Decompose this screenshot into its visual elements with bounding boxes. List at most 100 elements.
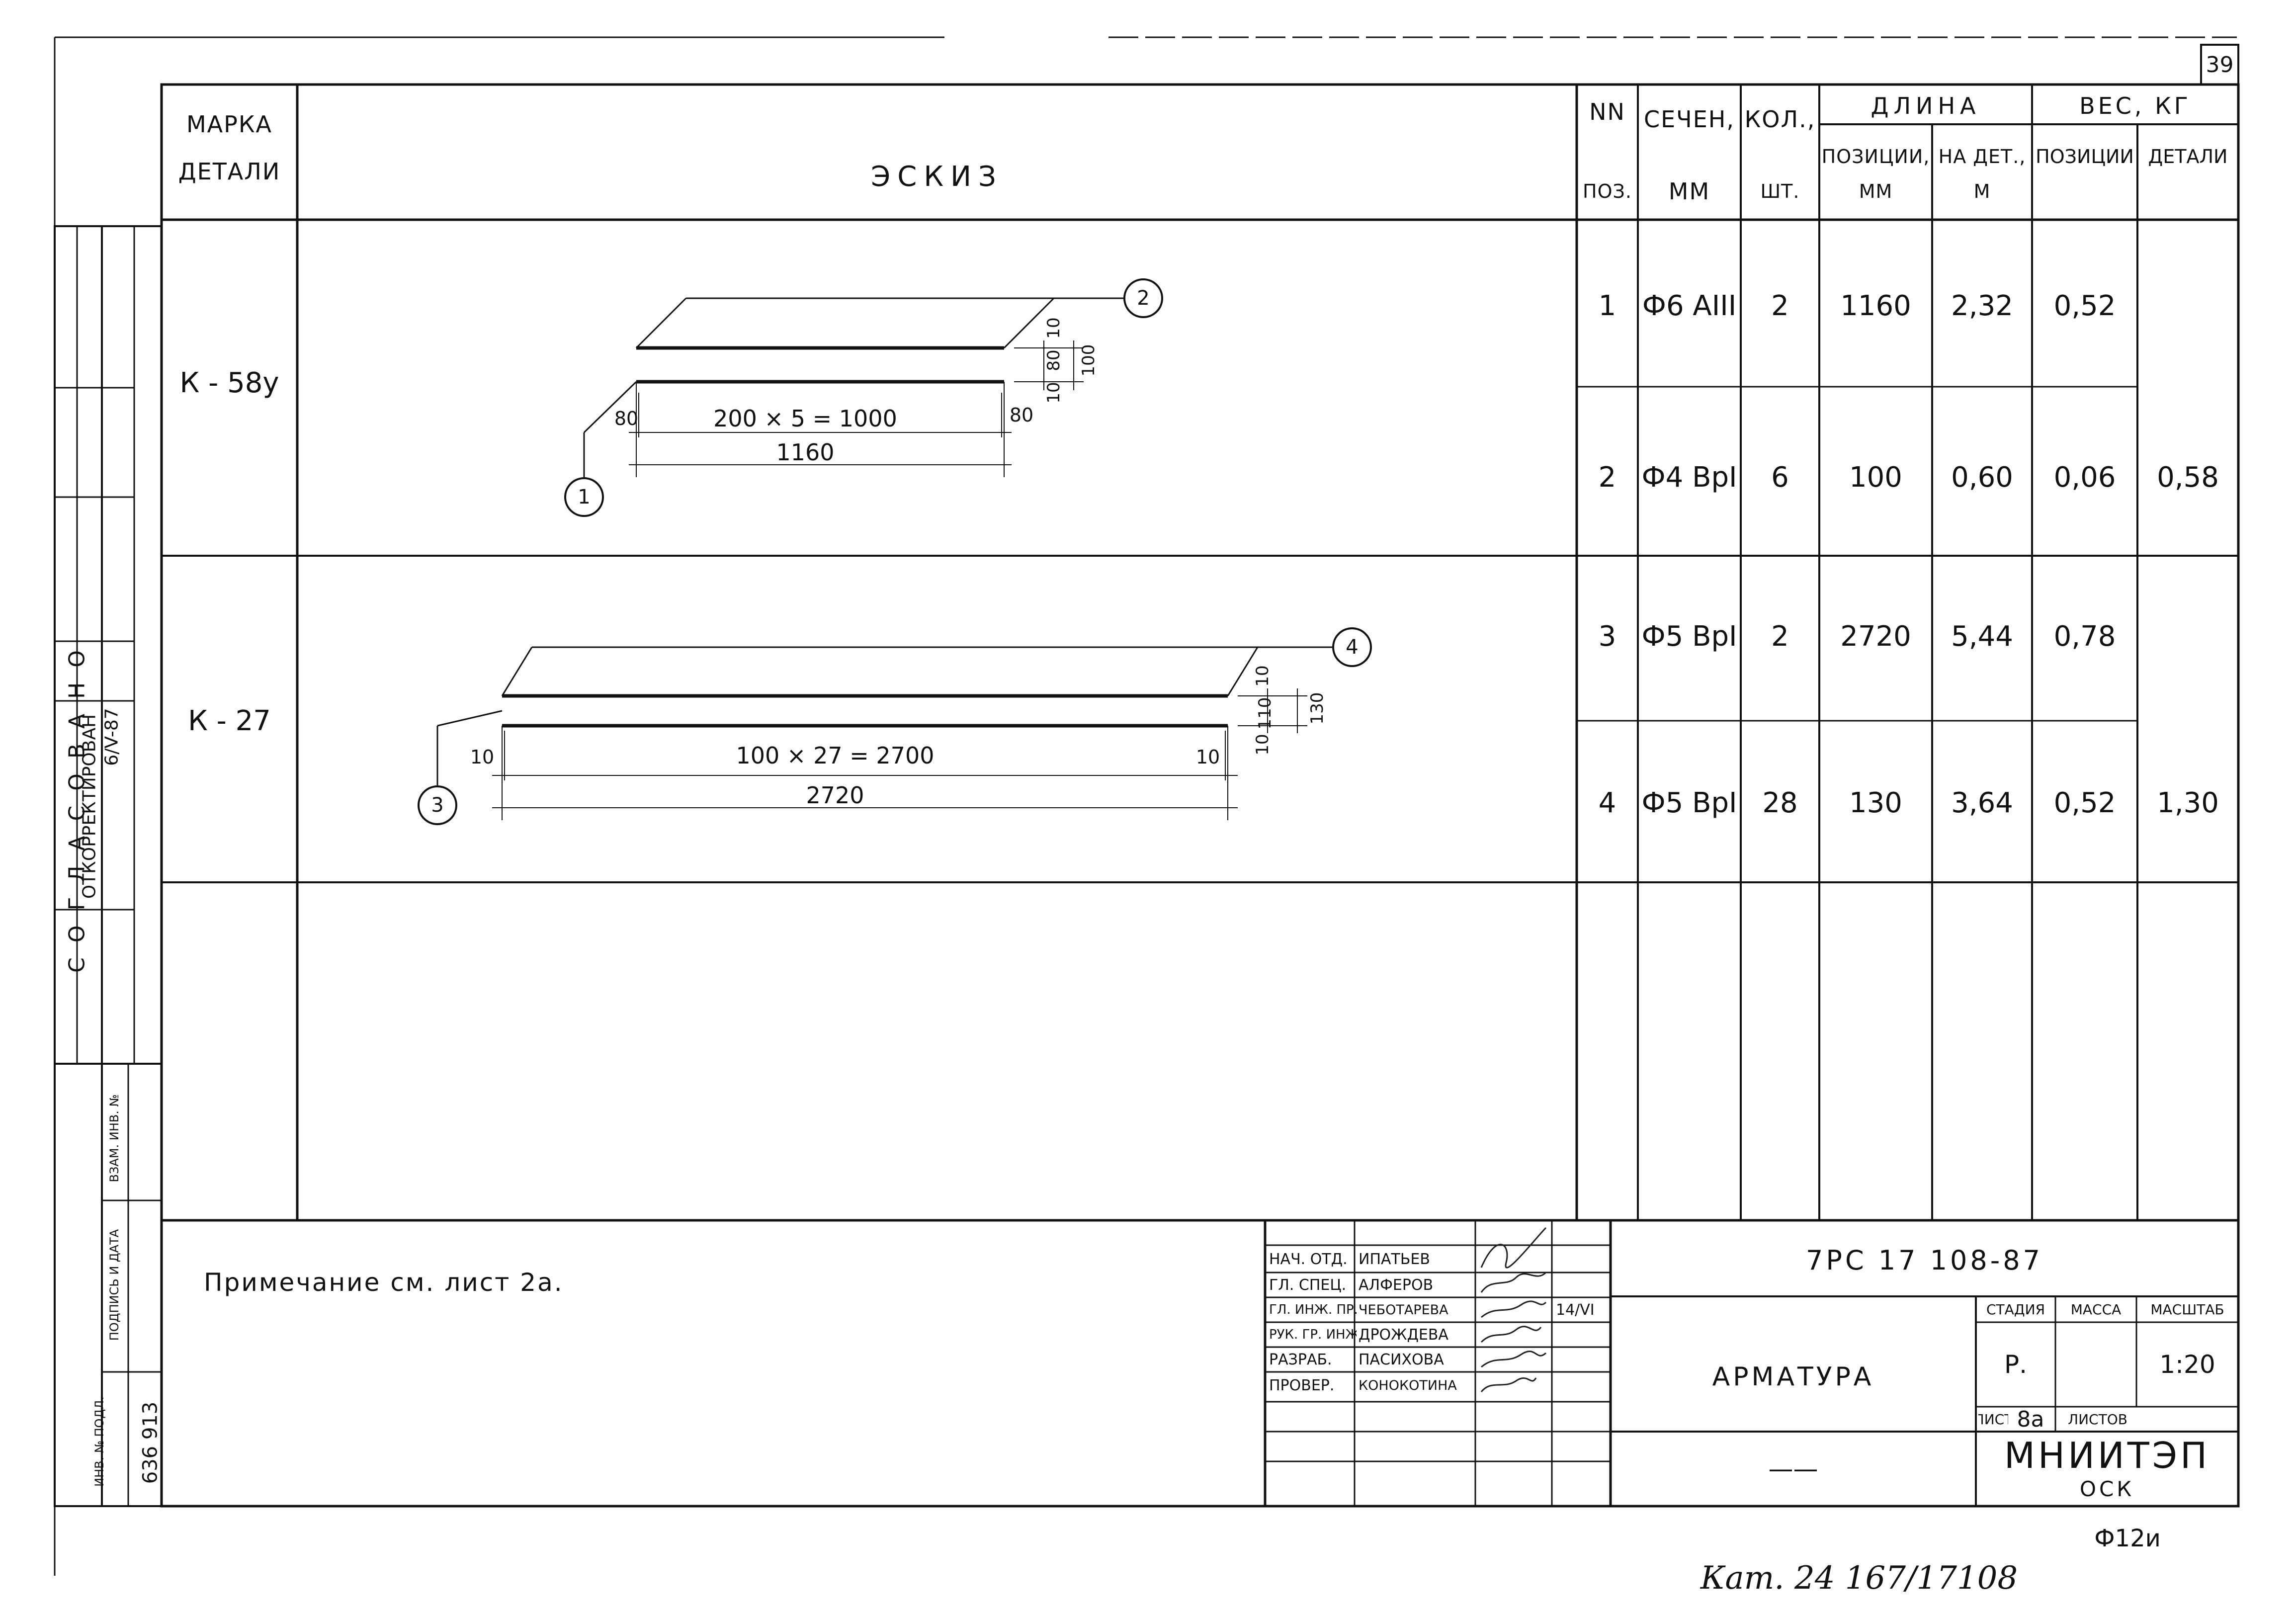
header-mark-line2: ДЕТАЛИ [178, 158, 281, 185]
header-sketch: ЭСКИЗ [871, 160, 1003, 193]
sketch1-v-left: 10 [1044, 382, 1064, 404]
stamp-name: ЧЕБОТАРЕВА [1359, 1302, 1448, 1318]
stamp-role: НАЧ. ОТД. [1269, 1250, 1348, 1268]
row-length-det: 3,64 [1951, 786, 2013, 819]
sketch1-v-mid: 80 [1044, 349, 1064, 371]
callout-4: 4 [1346, 636, 1359, 659]
sketch-k27 [418, 627, 1372, 825]
sketch1-end-left: 80 [614, 408, 639, 429]
scale-label: МАСШТАБ [2150, 1301, 2224, 1318]
note-text: Примечание см. лист 2а. [204, 1268, 564, 1297]
signature-scribbles [1480, 1227, 1547, 1392]
header-length: ДЛИНА [1871, 92, 1981, 119]
organization: МНИИТЭП [2004, 1434, 2211, 1476]
sketch2-end-right: 10 [1195, 746, 1220, 768]
stamp-role: ГЛ. СПЕЦ. [1269, 1276, 1347, 1294]
sketch1-end-right: 80 [1009, 404, 1034, 426]
sketch1-dim-inner: 200 × 5 = 1000 [713, 405, 897, 432]
row-section: Ф5 ВрI [1641, 620, 1737, 653]
sketch2-v-mid: 110 [1255, 697, 1275, 730]
header-length-pos-line1: ПОЗИЦИИ, [1821, 146, 1930, 168]
row-pos: 4 [1598, 786, 1616, 819]
header-qty-line1: КОЛ., [1744, 106, 1816, 133]
row-length-pos: 100 [1849, 461, 1902, 494]
sketch2-end-left: 10 [470, 746, 495, 768]
sheet-value: 8а [2017, 1408, 2044, 1431]
side-corrected: ОТКОРРЕКТИРОВАН [79, 714, 100, 899]
row-weight-pos: 0,52 [2053, 289, 2116, 322]
stamp-name: ДРОЖДЕВА [1359, 1326, 1448, 1344]
header-length-pos-line2: ММ [1859, 180, 1893, 202]
row-pos: 1 [1598, 289, 1616, 322]
header-section-line2: ММ [1668, 178, 1710, 205]
sketch2-dim-total: 2720 [806, 782, 864, 809]
side-inv-replaced: ВЗАМ. ИНВ. № [107, 1094, 121, 1183]
row-length-pos: 1160 [1840, 289, 1911, 322]
side-sign-date: ПОДПИСЬ И ДАТА [107, 1229, 121, 1341]
header-mark-line1: МАРКА [186, 111, 273, 138]
row-weight-pos: 0,06 [2053, 461, 2116, 494]
sheet-number: 39 [2206, 52, 2234, 78]
detail-mark: К - 58у [179, 366, 279, 399]
stamp-role: ГЛ. ИНЖ. ПР. [1269, 1302, 1357, 1317]
drawing-title: АРМАТУРА [1712, 1362, 1874, 1392]
row-qty: 2 [1771, 289, 1789, 322]
row-length-pos: 2720 [1840, 620, 1911, 653]
row-weight-pos: 0,52 [2053, 786, 2116, 819]
sketch2-dim-inner: 100 × 27 = 2700 [736, 742, 935, 769]
mass-label: МАССА [2070, 1301, 2122, 1318]
header-length-det-line1: НА ДЕТ., [1938, 146, 2026, 168]
header-pos-line2: ПОЗ. [1583, 180, 1632, 202]
row-pos: 2 [1598, 461, 1616, 494]
sketch-k58 [564, 278, 1163, 517]
detail-total-weight: 1,30 [2157, 786, 2219, 819]
row-length-det: 5,44 [1951, 620, 2013, 653]
sketch1-v-total: 100 [1079, 344, 1099, 377]
side-corrected-date: 6/V-87 [101, 708, 122, 766]
organization-sub: ОСК [2079, 1476, 2135, 1501]
sheets-label: ЛИСТОВ [2068, 1411, 2127, 1428]
side-inv-original: ИНВ. № ПОДЛ. [92, 1396, 106, 1487]
row-weight-pos: 0,78 [2053, 620, 2116, 653]
callout-3: 3 [431, 794, 444, 817]
stamp-sign-date: 14/VI [1556, 1301, 1595, 1319]
callout-1: 1 [578, 486, 591, 509]
row-qty: 2 [1771, 620, 1789, 653]
sketch1-dim-total: 1160 [776, 439, 835, 466]
row-length-det: 0,60 [1951, 461, 2013, 494]
doc-code: 7РС 17 108-87 [1806, 1244, 2043, 1276]
detail-total-weight: 0,58 [2157, 461, 2219, 494]
stamp-name: ПАСИХОВА [1359, 1351, 1444, 1368]
header-qty-line2: ШТ. [1760, 180, 1800, 202]
scale-value: 1:20 [2159, 1350, 2215, 1379]
handwritten-footer: Кат. 24 167/17108 [1700, 1560, 2018, 1597]
title-dash: —— [1768, 1454, 1818, 1483]
stamp-role: РАЗРАБ. [1269, 1351, 1332, 1368]
row-section: Ф4 ВрI [1641, 461, 1737, 494]
stage-value: Р. [2004, 1350, 2028, 1379]
header-pos-line1: NN [1589, 98, 1625, 125]
stage-label: СТАДИЯ [1986, 1301, 2045, 1318]
stamp-role: РУК. ГР. ИНЖ. [1269, 1327, 1357, 1342]
stamp-name: КОНОКОТИНА [1359, 1378, 1457, 1393]
sketch1-v-small: 10 [1044, 317, 1064, 339]
row-qty: 28 [1762, 786, 1798, 819]
row-length-pos: 130 [1849, 786, 1902, 819]
row-qty: 6 [1771, 461, 1789, 494]
sketch2-v-total: 130 [1307, 692, 1327, 725]
row-pos: 3 [1598, 620, 1616, 653]
row-section: Ф5 ВрI [1641, 786, 1737, 819]
row-section: Ф6 АIII [1642, 289, 1737, 322]
stamp-name: ИПАТЬЕВ [1359, 1250, 1430, 1268]
callout-2: 2 [1137, 287, 1150, 310]
stamp-role: ПРОВЕР. [1269, 1377, 1335, 1394]
side-inv-number: 636 913 [139, 1401, 162, 1484]
header-length-det-line2: М [1973, 180, 1991, 202]
format-code: Ф12и [2094, 1525, 2161, 1552]
detail-mark: К - 27 [188, 704, 271, 737]
sketch2-v-left: 10 [1253, 734, 1273, 756]
sheet-label: ЛИСТ [1978, 1411, 2008, 1428]
header-weight: ВЕС, КГ [2079, 92, 2191, 119]
row-length-det: 2,32 [1951, 289, 2013, 322]
